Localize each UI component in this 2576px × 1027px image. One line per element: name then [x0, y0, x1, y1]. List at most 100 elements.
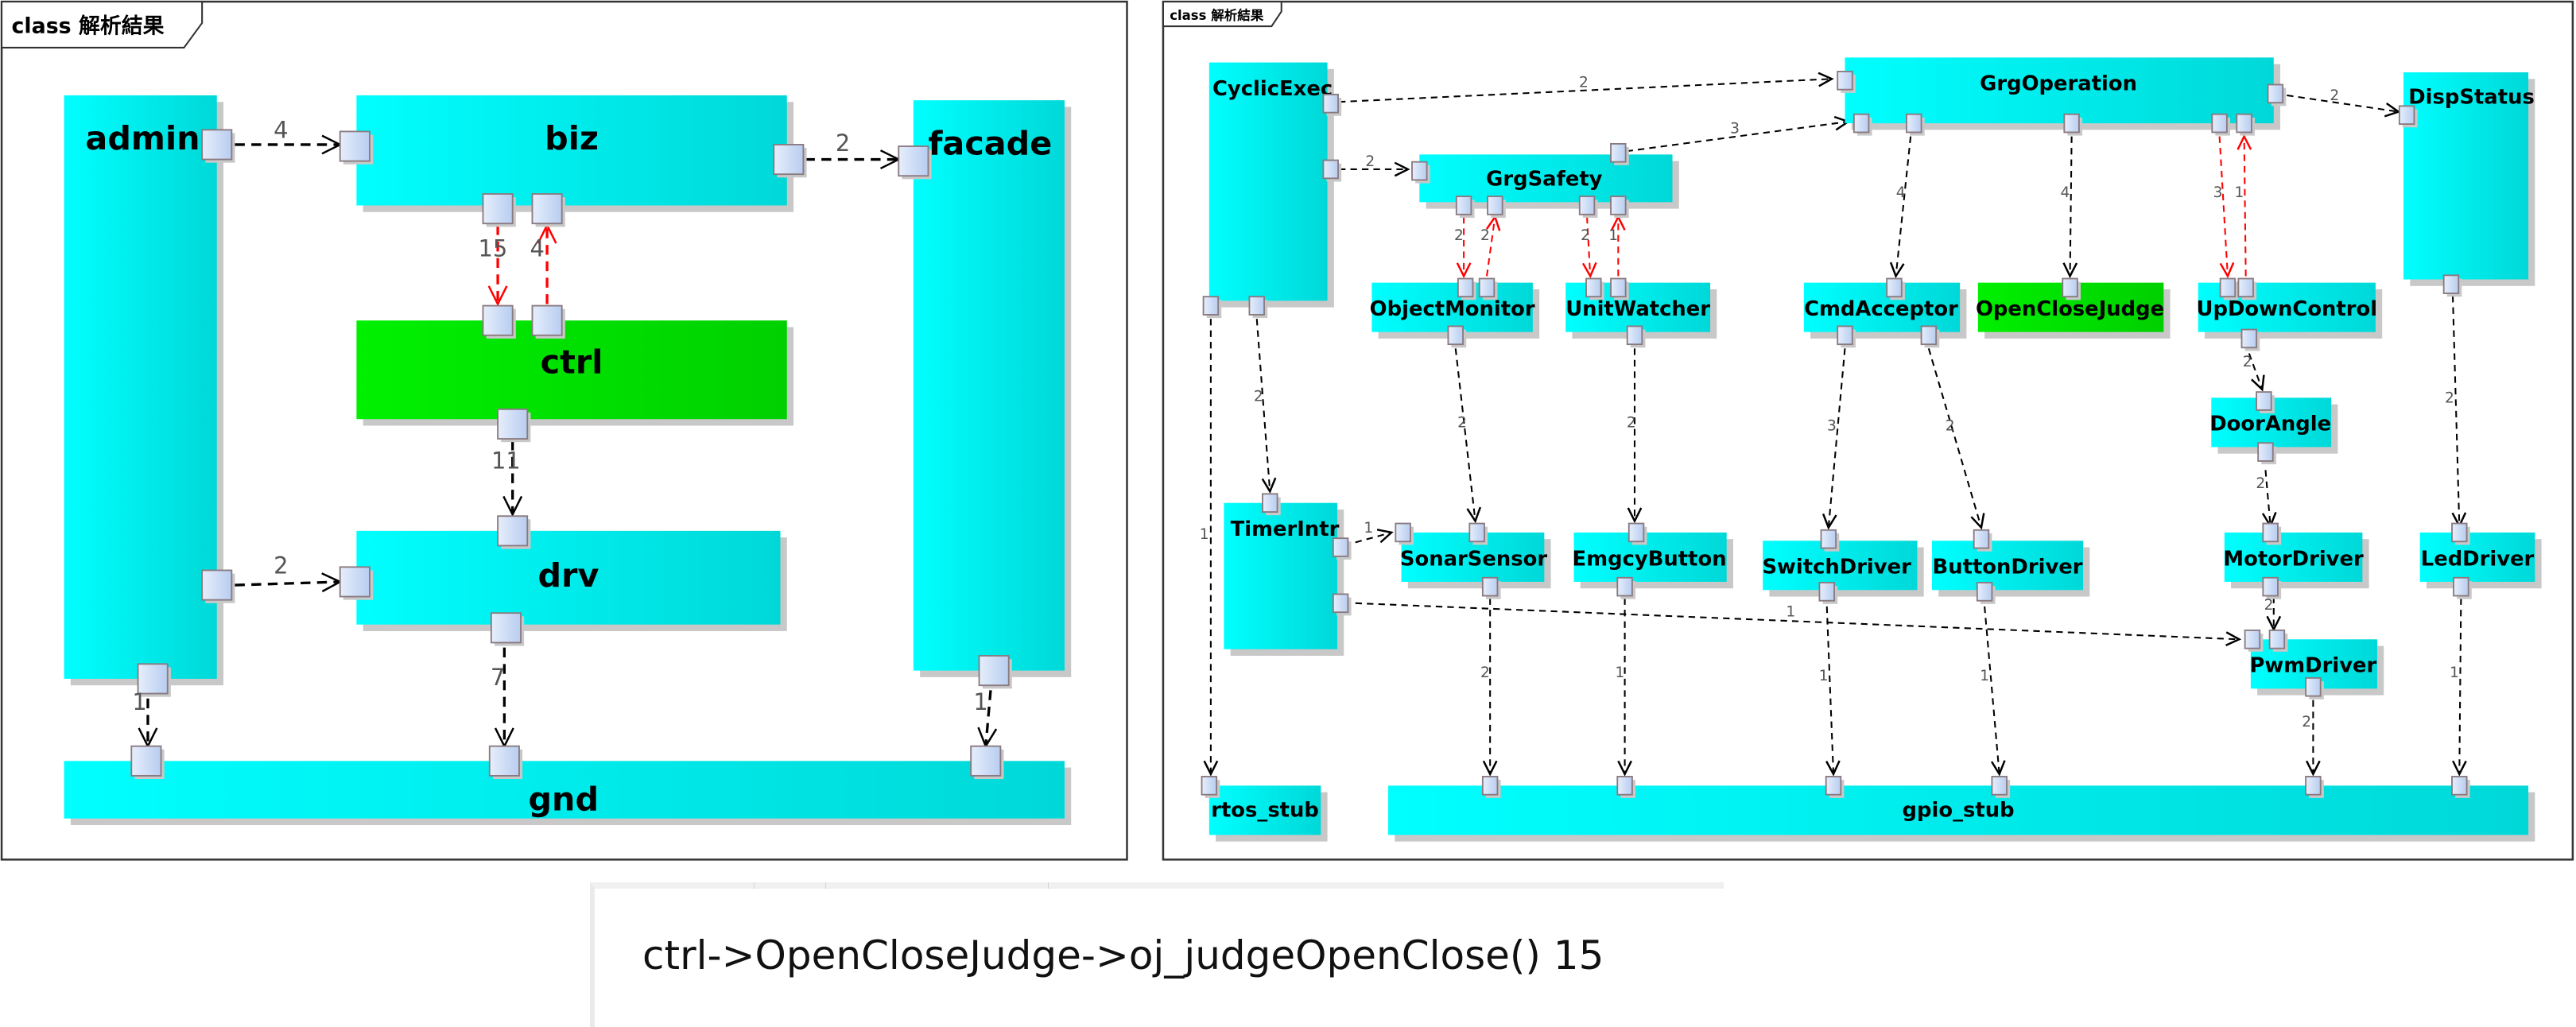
port-icon[interactable]: [1837, 71, 1853, 91]
port-icon[interactable]: [1616, 776, 1633, 796]
node-box[interactable]: [64, 761, 1065, 819]
dependency-line[interactable]: [2458, 598, 2462, 774]
port-icon[interactable]: [1991, 776, 2008, 796]
port-icon[interactable]: [773, 144, 805, 176]
port-icon[interactable]: [1852, 113, 1870, 134]
dependency-grgoperation-to-dispstatus[interactable]: [2287, 94, 2401, 118]
dependency-biz-to-ctrl[interactable]: [487, 225, 508, 307]
port-icon[interactable]: [1837, 325, 1853, 346]
node-box[interactable]: [1224, 502, 1337, 649]
node-box[interactable]: [1573, 532, 1727, 582]
dependency-line[interactable]: [1927, 348, 1982, 529]
node-rtos-stub[interactable]: rtos_stub: [1208, 785, 1328, 842]
node-ctrl[interactable]: ctrl: [356, 320, 794, 426]
port-icon[interactable]: [1411, 161, 1428, 181]
dependency-cyclicexec-to-grgsafety[interactable]: [1339, 161, 1410, 177]
port-icon[interactable]: [2237, 277, 2254, 298]
dependency-grgoperation-to-updowncontrol[interactable]: [2218, 136, 2235, 279]
dependency-timerintr-to-pwmdriver[interactable]: [1355, 602, 2242, 647]
port-icon[interactable]: [2062, 277, 2078, 298]
dependency-line[interactable]: [1895, 136, 1912, 277]
dependency-line[interactable]: [2069, 136, 2073, 277]
node-leddriver[interactable]: LedDriver: [2419, 532, 2542, 589]
port-icon[interactable]: [1447, 325, 1464, 346]
port-icon[interactable]: [1610, 142, 1627, 163]
port-icon[interactable]: [531, 304, 563, 336]
port-icon[interactable]: [1481, 776, 1499, 796]
port-icon[interactable]: [1322, 93, 1339, 114]
port-icon[interactable]: [339, 130, 370, 162]
port-icon[interactable]: [2244, 630, 2261, 649]
port-icon[interactable]: [201, 569, 233, 601]
dependency-grgsafety-to-objectmonitor[interactable]: [1456, 216, 1472, 279]
node-box[interactable]: [1803, 282, 1961, 332]
dependency-buttondriver-to-gpio_stub[interactable]: [1984, 606, 2006, 777]
port-icon[interactable]: [497, 515, 529, 547]
port-icon[interactable]: [2219, 277, 2237, 298]
node-box[interactable]: [2419, 532, 2535, 582]
port-icon[interactable]: [2256, 391, 2272, 411]
node-box[interactable]: [1208, 62, 1328, 301]
port-icon[interactable]: [130, 745, 162, 777]
dependency-line[interactable]: [984, 690, 992, 746]
port-icon[interactable]: [1626, 325, 1643, 346]
node-cyclicexec[interactable]: CyclicExec: [1208, 62, 1334, 308]
port-icon[interactable]: [1332, 537, 1349, 557]
node-cmdacceptor[interactable]: CmdAcceptor: [1803, 282, 1967, 339]
port-icon[interactable]: [339, 566, 370, 598]
port-icon[interactable]: [1976, 582, 1993, 602]
port-icon[interactable]: [1468, 522, 1485, 543]
port-icon[interactable]: [1457, 277, 1474, 298]
dependency-ctrl-to-drv[interactable]: [502, 440, 523, 517]
dependency-emgcybutton-to-gpio_stub[interactable]: [1617, 598, 1632, 777]
dependency-line[interactable]: [1626, 120, 1849, 153]
dependency-line[interactable]: [1454, 348, 1476, 521]
port-icon[interactable]: [2262, 576, 2279, 597]
port-icon[interactable]: [1906, 113, 1922, 134]
port-icon[interactable]: [1478, 277, 1496, 298]
port-icon[interactable]: [1818, 582, 1835, 602]
dependency-line[interactable]: [2264, 470, 2271, 526]
node-box[interactable]: [1932, 541, 2084, 591]
node-box[interactable]: [1845, 57, 2274, 124]
call-path-text[interactable]: ctrl->OpenCloseJudge->oj_judgeOpenClose(…: [642, 932, 1604, 979]
port-icon[interactable]: [1825, 776, 1842, 796]
node-timerintr[interactable]: TimerIntr: [1224, 502, 1344, 656]
port-icon[interactable]: [1455, 196, 1472, 215]
port-icon[interactable]: [1262, 493, 1278, 513]
node-box[interactable]: [1419, 154, 1673, 203]
dependency-line[interactable]: [1339, 78, 1833, 103]
dependency-cmdacceptor-to-switchdriver[interactable]: [1821, 348, 1846, 530]
dependency-line[interactable]: [235, 580, 340, 587]
port-icon[interactable]: [1332, 593, 1349, 614]
port-icon[interactable]: [2442, 274, 2460, 295]
node-doorangle[interactable]: DoorAngle: [2209, 397, 2338, 454]
port-icon[interactable]: [1820, 529, 1837, 549]
dependency-line[interactable]: [2243, 136, 2247, 277]
node-emgcybutton[interactable]: EmgcyButton: [1573, 532, 1733, 589]
dependency-leddriver-to-gpio_stub[interactable]: [2452, 598, 2467, 777]
dependency-line[interactable]: [1355, 602, 2240, 641]
node-gnd[interactable]: gnd: [64, 761, 1072, 825]
port-icon[interactable]: [2211, 113, 2228, 134]
port-icon[interactable]: [978, 655, 1010, 687]
port-icon[interactable]: [1201, 776, 1218, 796]
port-icon[interactable]: [2305, 676, 2322, 697]
dependency-line[interactable]: [1355, 531, 1392, 544]
port-icon[interactable]: [482, 304, 514, 336]
node-gpio-stub[interactable]: gpio_stub: [1388, 785, 2535, 842]
port-icon[interactable]: [2451, 522, 2468, 543]
port-icon[interactable]: [970, 745, 1002, 777]
dependency-cyclicexec-to-timerintr[interactable]: [1255, 319, 1277, 494]
port-icon[interactable]: [898, 145, 929, 177]
dependency-cyclicexec-to-grgoperation[interactable]: [1339, 72, 1834, 103]
port-icon[interactable]: [1886, 277, 1903, 298]
dependency-grgoperation-to-cmdacceptor[interactable]: [1889, 136, 1912, 279]
port-icon[interactable]: [2262, 522, 2279, 543]
dependency-line[interactable]: [1486, 216, 1496, 277]
port-icon[interactable]: [2257, 442, 2274, 462]
port-icon[interactable]: [1481, 576, 1499, 597]
port-icon[interactable]: [1578, 196, 1596, 215]
node-updowncontrol[interactable]: UpDownControl: [2197, 282, 2383, 339]
dependency-sonarsensor-to-gpio_stub[interactable]: [1482, 598, 1498, 777]
